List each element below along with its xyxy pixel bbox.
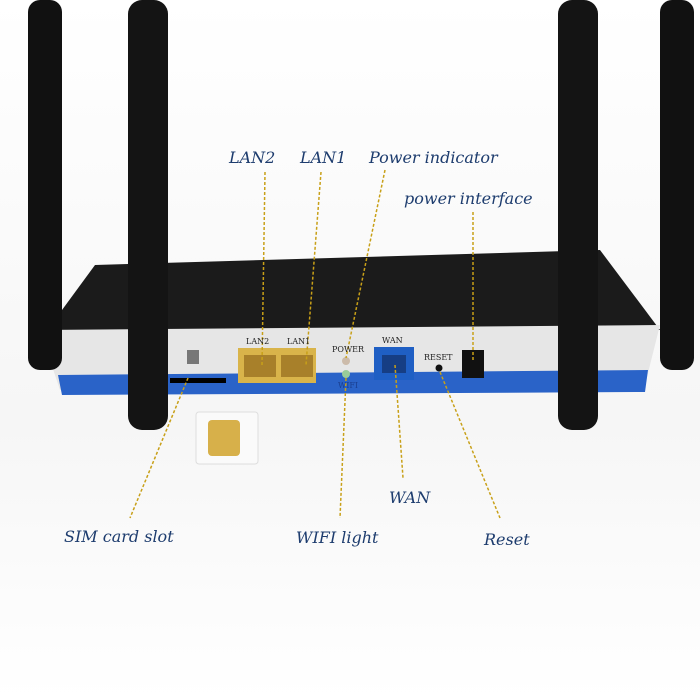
- blue-trim: [58, 370, 648, 395]
- callout-lan2: LAN2: [229, 148, 276, 167]
- antenna-left-inner: [128, 0, 168, 430]
- callout-wan: WAN: [389, 488, 431, 507]
- callout-wifi-light: WIFI light: [296, 528, 379, 547]
- panel-label-wifi: WIFI: [338, 381, 359, 390]
- power-jack: [462, 350, 484, 378]
- reset-hole: [435, 364, 443, 372]
- callout-power-indicator: Power indicator: [369, 148, 498, 167]
- panel-label-lan2: LAN2: [246, 337, 270, 346]
- sim-card-slot: [170, 378, 226, 383]
- antenna-right-inner: [558, 0, 598, 430]
- antenna-right-outer: [660, 0, 694, 370]
- callout-reset: Reset: [484, 530, 530, 549]
- lan2-port: [244, 355, 276, 377]
- router-top: [40, 250, 660, 340]
- power-led: [342, 357, 350, 365]
- panel-label-power: POWER: [332, 345, 365, 354]
- panel-label-lan1: LAN1: [287, 337, 311, 346]
- panel-label-wan: WAN: [382, 336, 403, 345]
- callout-sim-card-slot: SIM card slot: [64, 527, 174, 546]
- panel-label-reset: RESET: [424, 353, 453, 362]
- antenna-left-outer: [28, 0, 62, 370]
- leader-lines: [129, 169, 501, 519]
- callout-lan1: LAN1: [300, 148, 347, 167]
- lan1-port: [281, 355, 313, 377]
- sim-chip: [208, 420, 240, 456]
- sim-icon: [187, 350, 199, 364]
- callout-power-interface: power interface: [404, 189, 533, 208]
- wifi-led: [342, 370, 350, 378]
